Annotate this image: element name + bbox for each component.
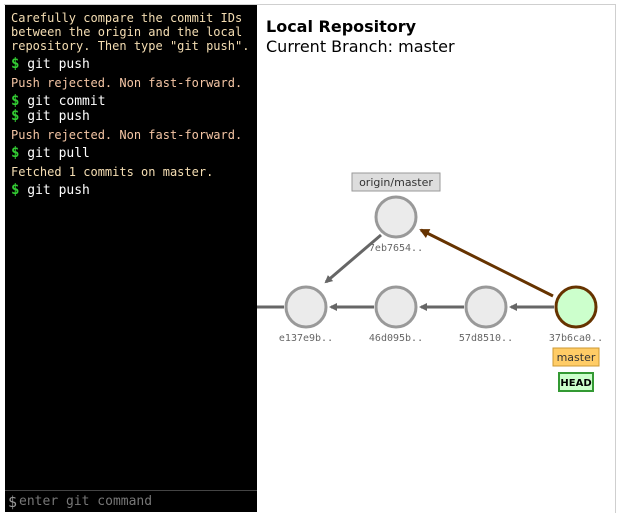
commit-graph: e137e9b.. 46d095b.. 57d8510.. 37b6ca0.. … [257, 172, 603, 392]
repo-title: Local Repository [266, 17, 417, 36]
current-branch-line: Current Branch: master [266, 37, 455, 56]
prompt-symbol: $ [8, 492, 18, 511]
current-branch-label: Current Branch: [266, 37, 394, 56]
repository-visualization: Local Repository Current Branch: master … [257, 5, 616, 512]
prompt-symbol: $ [11, 182, 20, 198]
command-input-row: $ [5, 490, 257, 512]
command-output: Fetched 1 commits on master. [11, 165, 214, 179]
terminal-panel: Carefully compare the commit IDs between… [5, 5, 257, 512]
prompt-symbol: $ [11, 145, 20, 161]
intro-line: between the origin and the local [11, 25, 243, 39]
origin-branch-tag[interactable] [351, 172, 441, 192]
command-line: $ git commit [11, 94, 251, 109]
command-line: $ git push [11, 109, 251, 124]
command-output: Push rejected. Non fast-forward. [11, 128, 243, 142]
commit-id: 37b6ca0.. [549, 333, 603, 344]
prompt-symbol: $ [11, 93, 20, 109]
commit-node[interactable] [374, 195, 418, 239]
head-tag[interactable] [558, 372, 594, 392]
command-text: git commit [27, 94, 106, 109]
prompt-symbol: $ [11, 56, 20, 72]
origin-branch-tag-label: origin/master [359, 176, 433, 189]
command-line: $ git push [11, 183, 251, 198]
command-line: $ git push [11, 57, 251, 72]
commit-id: 7eb7654.. [369, 243, 423, 254]
commit-id: 57d8510.. [459, 333, 513, 344]
git-command-input[interactable] [17, 494, 257, 509]
commit-node[interactable] [464, 285, 508, 329]
commit-node[interactable] [284, 285, 328, 329]
command-output: Push rejected. Non fast-forward. [11, 76, 243, 90]
command-text: git push [27, 57, 90, 72]
commit-node[interactable] [374, 285, 418, 329]
command-text: git pull [27, 146, 90, 161]
prompt-symbol: $ [11, 108, 20, 124]
command-text: git push [27, 183, 90, 198]
parent-edge [324, 233, 382, 284]
command-line: $ git pull [11, 146, 251, 161]
branch-tag-label: master [557, 351, 596, 364]
merge-parent-edge [419, 228, 554, 298]
intro-line: Carefully compare the commit IDs [11, 11, 243, 25]
branch-tag[interactable] [552, 347, 600, 367]
current-branch-name: master [398, 37, 455, 56]
commit-id: 46d095b.. [369, 333, 423, 344]
commit-id: e137e9b.. [279, 333, 333, 344]
intro-line: repository. Then type "git push". [11, 39, 250, 53]
command-text: git push [27, 109, 90, 124]
terminal-log: Carefully compare the commit IDs between… [11, 11, 251, 198]
window-frame [4, 4, 616, 513]
current-commit-node[interactable] [554, 285, 598, 329]
head-tag-label: HEAD [560, 378, 591, 389]
